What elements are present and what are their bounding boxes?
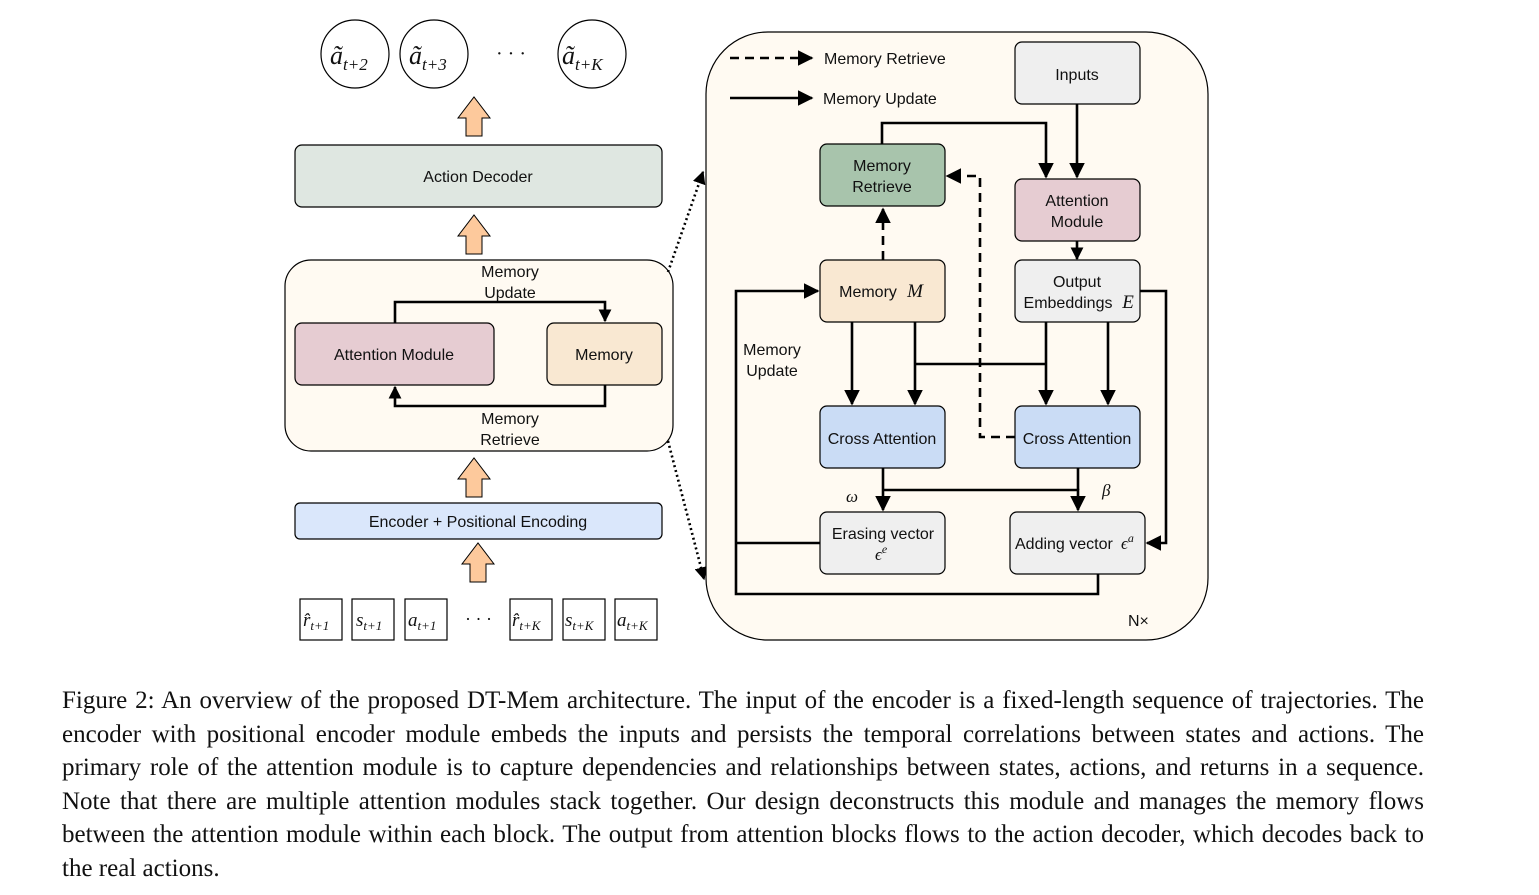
cross-attention-right-box: Cross Attention — [1014, 405, 1141, 469]
token-r-t1: r̂t+1 — [299, 598, 343, 641]
legend-retrieve-label: Memory Retrieve — [824, 51, 946, 68]
svg-text:M: M — [906, 281, 924, 302]
token-ellipsis: · · · — [465, 609, 492, 629]
svg-text:Encoder + Positional Encoding: Encoder + Positional Encoding — [369, 514, 587, 531]
up-arrow-icon — [456, 457, 492, 498]
left-retrieve-arrow — [388, 385, 607, 408]
memory-m-box: Memory M — [819, 259, 946, 323]
output-embeddings-box: Output Embeddings E — [1014, 259, 1141, 323]
left-update-arrow — [393, 300, 612, 323]
up-arrow-icon — [456, 214, 492, 255]
token-s-t1: st+1 — [351, 598, 395, 641]
svg-text:r̂t+K: r̂t+K — [512, 610, 542, 633]
cross-attention-left-box: Cross Attention — [819, 405, 946, 469]
svg-text:r̂t+1: r̂t+1 — [303, 610, 329, 633]
repeat-n-label: N× — [1128, 613, 1149, 630]
output-action-t2: ãt+2 — [320, 19, 390, 89]
svg-text:E: E — [1121, 292, 1134, 313]
svg-text:Attention Module: Attention Module — [334, 347, 454, 364]
legend-update-label: Memory Update — [823, 91, 937, 108]
svg-text:at+K: at+K — [617, 610, 649, 633]
beta-label: β — [1101, 481, 1111, 500]
left-attention-module-box: Attention Module — [294, 322, 495, 386]
memory-update-loop-arrow — [734, 283, 1100, 596]
svg-text:Adding vector: Adding vector — [1015, 536, 1114, 553]
svg-text:ϵa: ϵa — [1121, 531, 1134, 553]
up-arrow-icon — [456, 96, 492, 137]
svg-text:Cross Attention: Cross Attention — [828, 431, 937, 448]
svg-text:ϵe: ϵe — [875, 542, 888, 564]
svg-text:st+K: st+K — [565, 610, 595, 633]
adding-vector-box: Adding vector ϵa — [1009, 511, 1146, 575]
token-r-tk: r̂t+K — [509, 598, 553, 641]
output-action-tk: ãt+K — [557, 19, 627, 89]
svg-text:at+1: at+1 — [408, 610, 436, 633]
retrieve-to-attention-arrow — [880, 121, 1054, 179]
svg-text:Cross Attention: Cross Attention — [1023, 431, 1132, 448]
token-a-tk: at+K — [614, 598, 658, 641]
token-s-tk: st+K — [562, 598, 606, 641]
output-ellipsis: · · · — [496, 43, 526, 65]
erasing-vector-box: Erasing vector ϵe — [819, 511, 946, 575]
svg-text:Memory: Memory — [839, 284, 897, 301]
action-decoder-box: Action Decoder — [294, 144, 663, 208]
token-a-t1: at+1 — [404, 598, 448, 641]
svg-text:Erasing vector: Erasing vector — [832, 526, 935, 543]
up-arrow-icon — [460, 542, 496, 583]
svg-text:st+1: st+1 — [356, 610, 382, 633]
svg-text:Output: Output — [1053, 274, 1102, 291]
svg-text:Action Decoder: Action Decoder — [423, 169, 533, 186]
cross-to-retrieve-dashed-arrow — [945, 168, 1015, 439]
output-to-adding-arrow — [1140, 289, 1168, 551]
zoom-connector-top — [666, 170, 706, 273]
left-memory-box: Memory — [546, 322, 663, 386]
svg-text:ãt+3: ãt+3 — [409, 41, 447, 74]
output-action-t3: ãt+3 — [399, 19, 469, 89]
svg-text:ãt+2: ãt+2 — [330, 41, 368, 74]
omega-label: ω — [846, 487, 858, 506]
svg-text:Embeddings: Embeddings — [1024, 295, 1113, 312]
architecture-diagram: ãt+2 ãt+3 · · · ãt+K Action Decoder Memo… — [284, 19, 1209, 641]
figure-caption: Figure 2: An overview of the proposed DT… — [62, 687, 1424, 882]
inputs-box: Inputs — [1014, 41, 1141, 105]
encoder-box: Encoder + Positional Encoding — [294, 502, 663, 540]
zoom-connector-bottom — [666, 440, 708, 581]
svg-text:Memory: Memory — [575, 347, 633, 364]
svg-text:Inputs: Inputs — [1055, 67, 1099, 84]
svg-text:ãt+K: ãt+K — [562, 41, 604, 74]
